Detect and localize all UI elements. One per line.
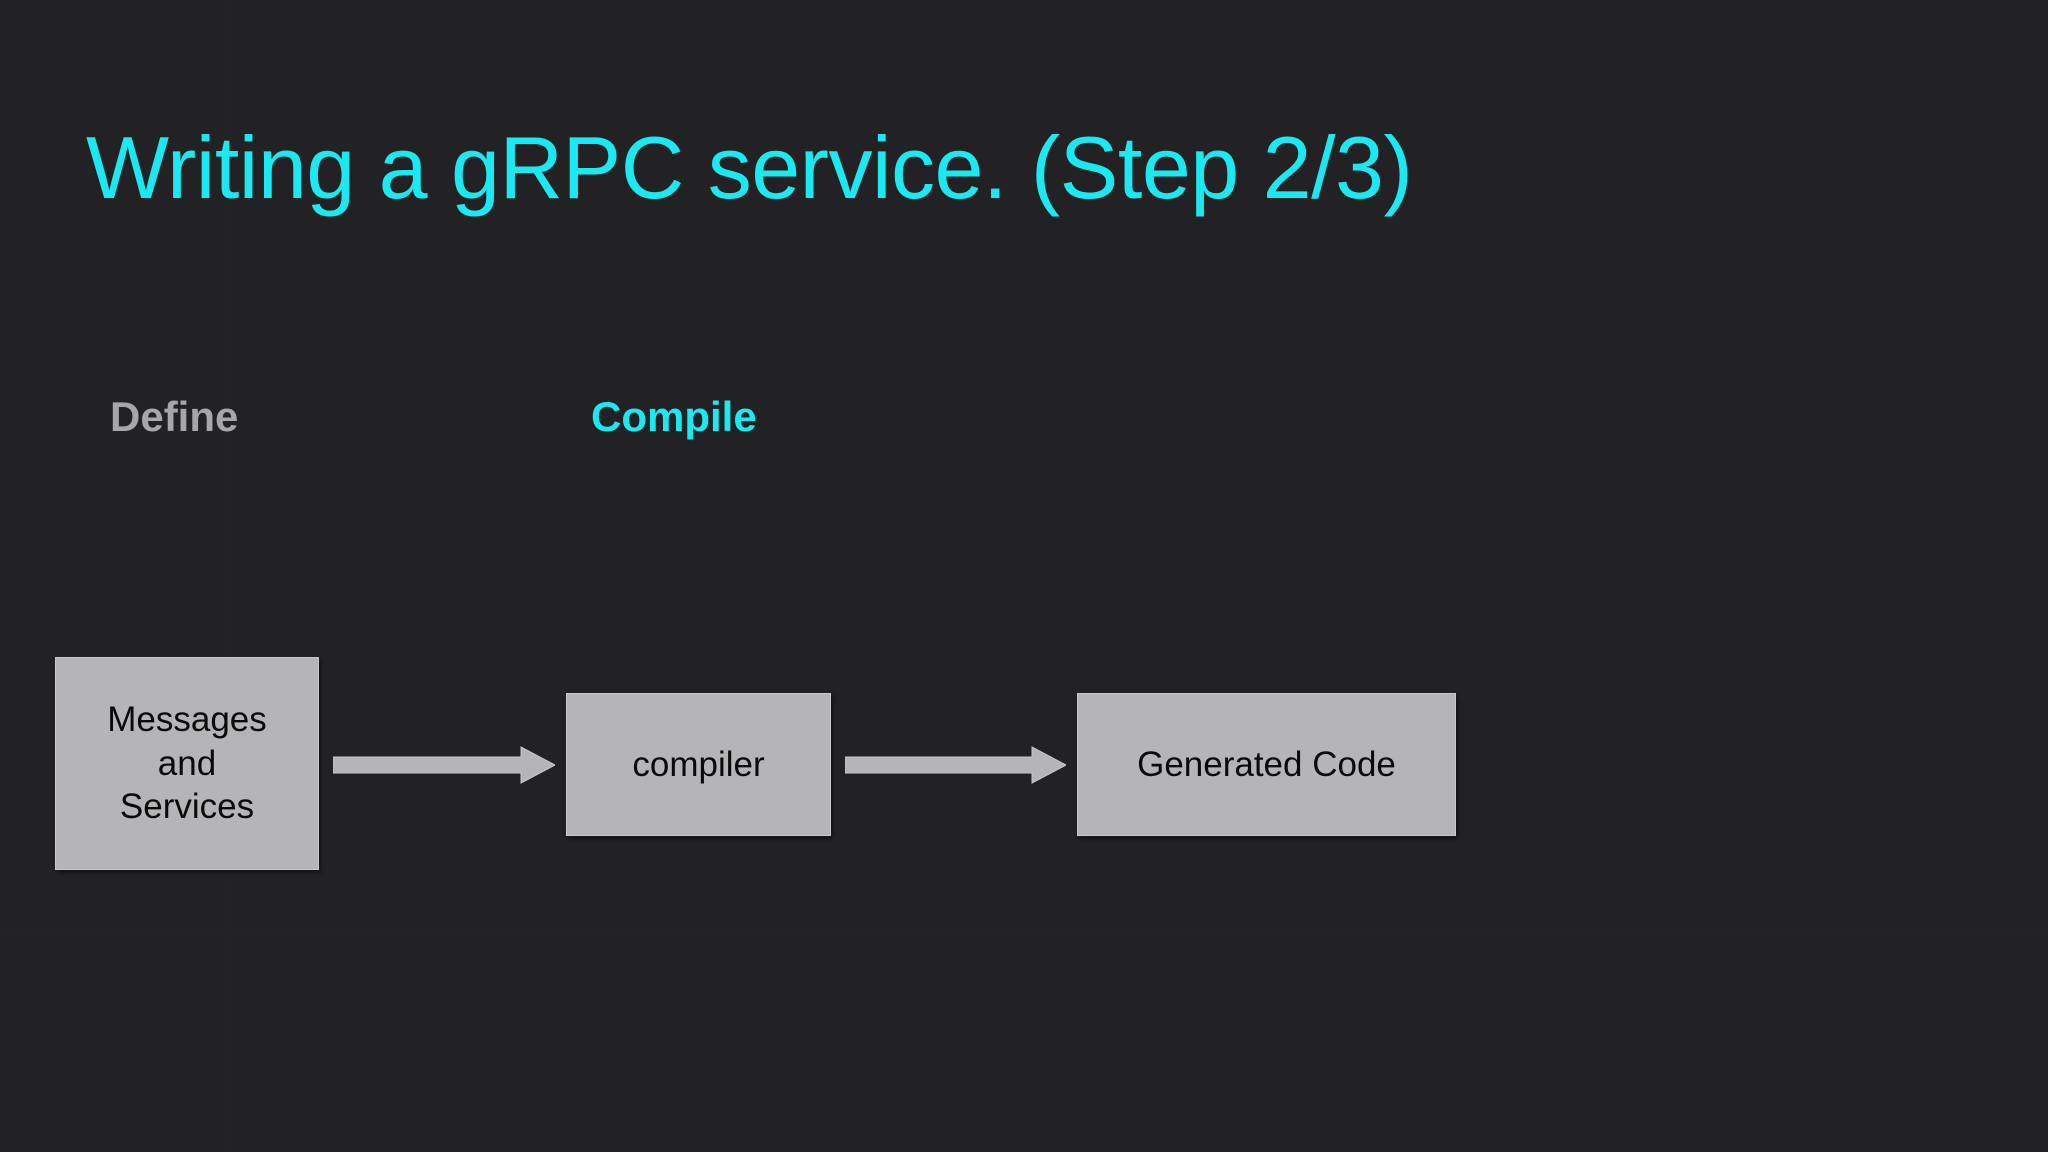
flow-node-label-line-1: Messages	[107, 699, 267, 739]
panel-seam-horizontal	[0, 934, 2048, 935]
arrow-right-icon-compiler-to-generated	[845, 745, 1066, 785]
flow-node-label-line-3: Services	[119, 787, 255, 827]
flow-node-messages-and-services: Messages and Services	[55, 657, 319, 870]
flow-node-label: Messages and Services	[107, 698, 267, 829]
flow-node-label: Generated Code	[1137, 744, 1396, 784]
flow-node-label: compiler	[632, 744, 765, 784]
flow-node-generated-code: Generated Code	[1077, 693, 1456, 836]
page-title: Writing a gRPC service. (Step 2/3)	[86, 118, 1413, 217]
flow-node-compiler: compiler	[566, 693, 831, 836]
stage-label-compile: Compile	[591, 393, 757, 440]
stage-label-define: Define	[110, 393, 239, 440]
flow-node-label-line-2: and	[157, 743, 217, 783]
arrow-right-icon-messages-to-compiler	[333, 745, 555, 785]
